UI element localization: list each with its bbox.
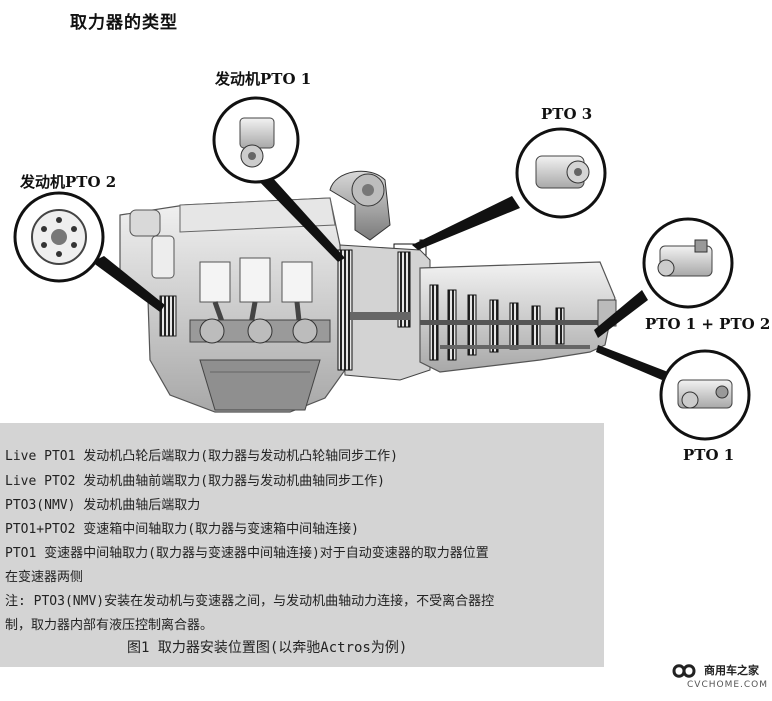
description-line: PTO1 变速器中间轴取力(取力器与变速器中间轴连接)对于自动变速器的取力器位置 — [5, 546, 489, 561]
turbocharger — [329, 170, 391, 241]
label-engine-pto2: 发动机PTO 2 — [20, 173, 117, 191]
description-line: 注: PTO3(NMV)安装在发动机与变速器之间，与发动机曲轴动力连接，不受离合… — [5, 594, 495, 609]
description-line: Live PTO2 发动机曲轴前端取力(取力器与发动机曲轴同步工作) — [5, 474, 385, 489]
figure-caption: 图1 取力器安装位置图(以奔驰Actros为例) — [127, 640, 408, 656]
label-pto1: PTO 1 — [683, 446, 735, 464]
clutch-housing — [337, 244, 431, 381]
description-line: 制，取力器内部有液压控制离合器。 — [5, 618, 214, 633]
description-line: Live PTO1 发动机凸轮后端取力(取力器与发动机凸轮轴同步工作) — [5, 449, 398, 464]
callout-pto3 — [515, 127, 607, 219]
description-panel — [0, 423, 604, 667]
description-line: 在变速器两侧 — [5, 570, 84, 585]
logo-domain: CVCHOME.COM — [687, 680, 769, 690]
callout-pto1-pto2 — [642, 217, 734, 309]
infinity-logo-icon — [672, 664, 696, 678]
page-title: 取力器的类型 — [70, 13, 178, 33]
description-line: PTO3(NMV) 发动机曲轴后端取力 — [5, 498, 201, 513]
callout-engine-pto1 — [212, 96, 300, 184]
description-line: PTO1+PTO2 变速箱中间轴取力(取力器与变速箱中间轴连接) — [5, 522, 359, 537]
callout-pto1 — [659, 349, 751, 441]
callout-pointers — [92, 166, 668, 380]
label-engine-pto1: 发动机PTO 1 — [215, 70, 312, 88]
site-logo: 商用车之家 CVCHOME.COM — [664, 660, 768, 698]
transmission — [419, 261, 617, 373]
logo-name: 商用车之家 — [704, 664, 759, 677]
label-pto1-pto2: PTO 1 + PTO 2 — [645, 315, 771, 333]
label-pto3: PTO 3 — [541, 105, 593, 123]
callout-engine-pto2 — [13, 191, 105, 283]
